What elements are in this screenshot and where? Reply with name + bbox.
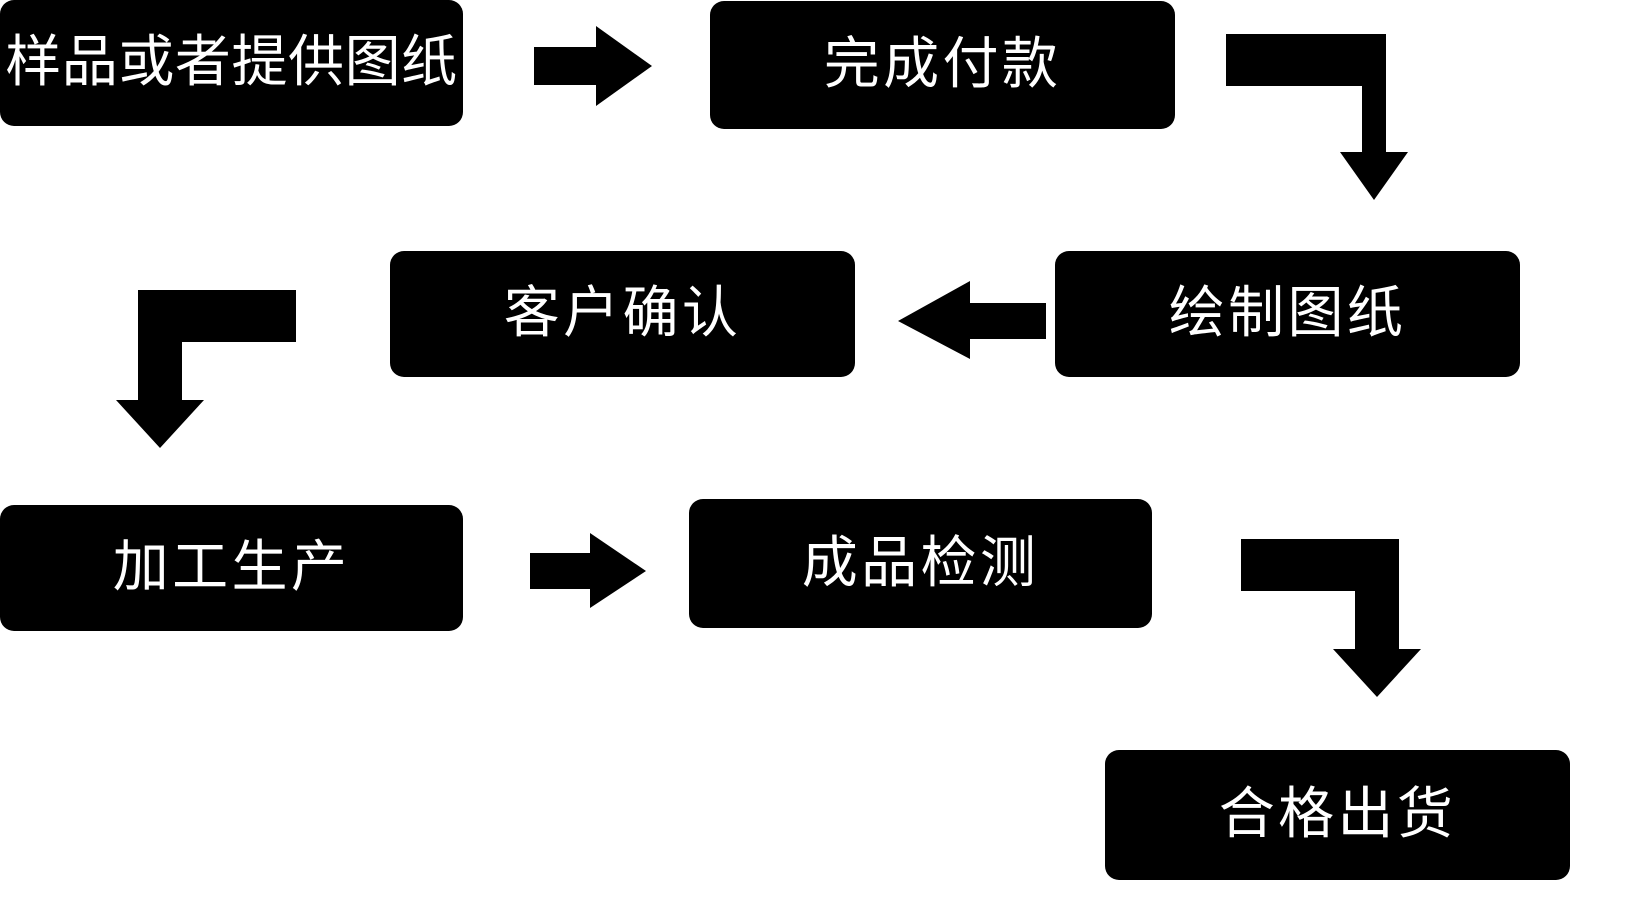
flow-node-produce[interactable]: 加工生产 (0, 505, 463, 631)
arrow-payment-to-drawing (1226, 34, 1408, 200)
flow-node-confirm-label: 客户确认 (503, 281, 742, 346)
arrow-inspect-to-ship (1241, 539, 1421, 697)
flow-node-inspect-label: 成品检测 (801, 530, 1040, 596)
flow-node-ship-label: 合格出货 (1218, 782, 1457, 847)
flow-node-produce-label: 加工生产 (112, 535, 351, 600)
arrow-produce-to-inspect (530, 533, 648, 609)
arrow-sample-to-payment (534, 24, 654, 108)
flow-node-sample-label: 样品或者提供图纸 (5, 30, 458, 95)
flow-node-payment[interactable]: 完成付款 (710, 1, 1175, 129)
flow-node-drawing-label: 绘制图纸 (1168, 281, 1407, 346)
flow-node-drawing[interactable]: 绘制图纸 (1055, 251, 1520, 377)
flow-node-inspect[interactable]: 成品检测 (689, 499, 1152, 628)
flow-node-payment-label: 完成付款 (823, 32, 1062, 97)
flow-node-sample[interactable]: 样品或者提供图纸 (0, 0, 463, 126)
arrow-drawing-to-confirm (898, 281, 1046, 361)
arrow-confirm-to-produce (116, 290, 296, 448)
flow-node-confirm[interactable]: 客户确认 (390, 251, 855, 377)
flow-node-ship[interactable]: 合格出货 (1105, 750, 1570, 880)
